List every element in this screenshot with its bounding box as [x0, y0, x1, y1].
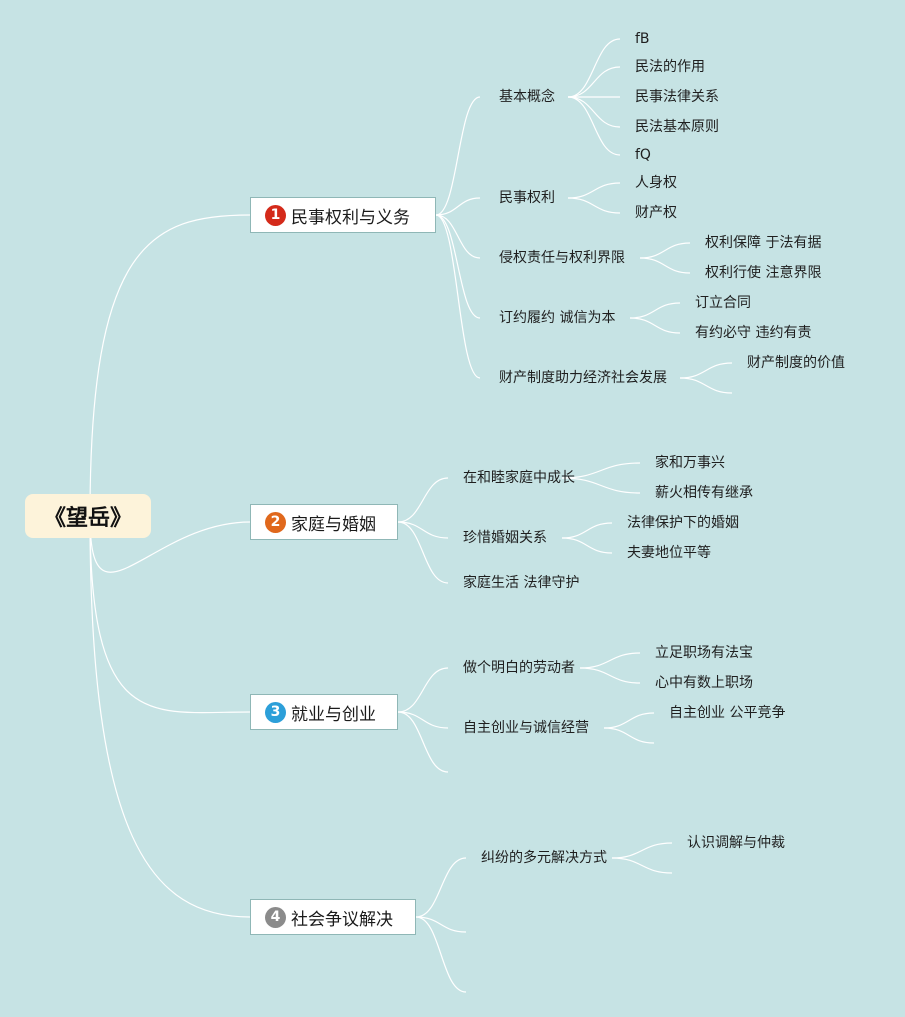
branch-number-badge: 1: [265, 204, 286, 226]
connector-line: [567, 96, 621, 128]
subtopic[interactable]: 立足职场有法宝: [655, 645, 753, 661]
connector-line: [639, 242, 691, 259]
connector-line: [415, 916, 467, 933]
subtopic[interactable]: 权利行使 注意界限: [705, 265, 822, 281]
connector-line: [579, 667, 641, 684]
connector-line: [561, 462, 641, 479]
connector-line: [415, 857, 467, 918]
root-connector: [89, 515, 251, 714]
root-connector: [89, 515, 251, 573]
branch-label: 就业与创业: [291, 704, 376, 725]
connector-line: [435, 214, 481, 379]
topic-tort-liability[interactable]: 侵权责任与权利界限: [499, 250, 625, 266]
subtopic[interactable]: fQ: [635, 147, 651, 163]
connector-line: [603, 712, 655, 729]
connector-line: [603, 727, 655, 744]
subtopic[interactable]: fB: [635, 31, 650, 47]
topic-contracts[interactable]: 订约履约 诚信为本: [499, 310, 616, 326]
connector-line: [415, 916, 467, 993]
subtopic[interactable]: 家和万事兴: [655, 455, 725, 471]
connector-line: [397, 711, 449, 773]
subtopic[interactable]: 民法基本原则: [635, 119, 719, 135]
subtopic[interactable]: 心中有数上职场: [655, 675, 753, 691]
topic-dispute-resolution[interactable]: 纠纷的多元解决方式: [481, 850, 607, 866]
branch-1[interactable]: 1 民事权利与义务: [250, 197, 436, 233]
connector-line: [435, 96, 481, 216]
topic-marriage[interactable]: 珍惜婚姻关系: [463, 530, 547, 546]
branch-label: 社会争议解决: [291, 909, 393, 930]
root-topic-label: 《望岳》: [43, 506, 132, 531]
connector-line: [567, 96, 621, 156]
connector-line: [579, 652, 641, 669]
subtopic[interactable]: 民事法律关系: [635, 89, 719, 105]
connector-line: [567, 182, 621, 199]
branch-number-badge: 4: [265, 906, 286, 928]
connector-line: [629, 302, 681, 319]
connector-line: [397, 521, 449, 539]
subtopic[interactable]: 财产制度的价值: [747, 355, 845, 371]
subtopic[interactable]: 夫妻地位平等: [627, 545, 711, 561]
branch-label: 民事权利与义务: [291, 207, 410, 228]
branch-2[interactable]: 2 家庭与婚姻: [250, 504, 398, 540]
connector-line: [435, 214, 481, 259]
root-connector: [89, 515, 251, 918]
subtopic[interactable]: 自主创业 公平竞争: [669, 705, 786, 721]
connector-line: [679, 377, 733, 394]
subtopic[interactable]: 认识调解与仲裁: [687, 835, 785, 851]
connector-line: [567, 66, 621, 98]
branch-number-badge: 2: [265, 511, 286, 533]
connector-line: [561, 522, 613, 539]
connector-line: [611, 842, 673, 859]
topic-civil-rights[interactable]: 民事权利: [499, 190, 555, 206]
subtopic[interactable]: 民法的作用: [635, 59, 705, 75]
connector-line: [561, 537, 613, 554]
branch-4[interactable]: 4 社会争议解决: [250, 899, 416, 935]
subtopic[interactable]: 有约必守 违约有责: [695, 325, 812, 341]
connector-line: [611, 857, 673, 874]
subtopic[interactable]: 薪火相传有继承: [655, 485, 753, 501]
subtopic[interactable]: 人身权: [635, 175, 677, 191]
topic-family-law[interactable]: 家庭生活 法律守护: [463, 575, 580, 591]
connector-line: [397, 667, 449, 713]
connector-line: [435, 197, 481, 216]
connector-line: [561, 477, 641, 494]
topic-property-system[interactable]: 财产制度助力经济社会发展: [499, 370, 667, 386]
topic-basic-concepts[interactable]: 基本概念: [499, 89, 555, 105]
connector-line: [629, 317, 681, 334]
connector-line: [679, 362, 733, 379]
connector-line: [397, 711, 449, 729]
connector-line: [435, 214, 481, 319]
connector-line: [397, 521, 449, 584]
connector-line: [567, 197, 621, 214]
subtopic[interactable]: 订立合同: [695, 295, 751, 311]
root-connector: [89, 214, 251, 517]
topic-entrepreneurship[interactable]: 自主创业与诚信经营: [463, 720, 589, 736]
topic-worker[interactable]: 做个明白的劳动者: [463, 660, 575, 676]
connector-line: [639, 257, 691, 274]
branch-number-badge: 3: [265, 701, 286, 723]
root-topic[interactable]: 《望岳》: [25, 494, 151, 538]
branch-3[interactable]: 3 就业与创业: [250, 694, 398, 730]
subtopic[interactable]: 财产权: [635, 205, 677, 221]
topic-family-growth[interactable]: 在和睦家庭中成长: [463, 470, 575, 486]
connector-line: [397, 477, 449, 523]
connector-line: [567, 38, 621, 98]
branch-label: 家庭与婚姻: [291, 514, 376, 535]
subtopic[interactable]: 法律保护下的婚姻: [627, 515, 739, 531]
subtopic[interactable]: 权利保障 于法有据: [705, 235, 822, 251]
